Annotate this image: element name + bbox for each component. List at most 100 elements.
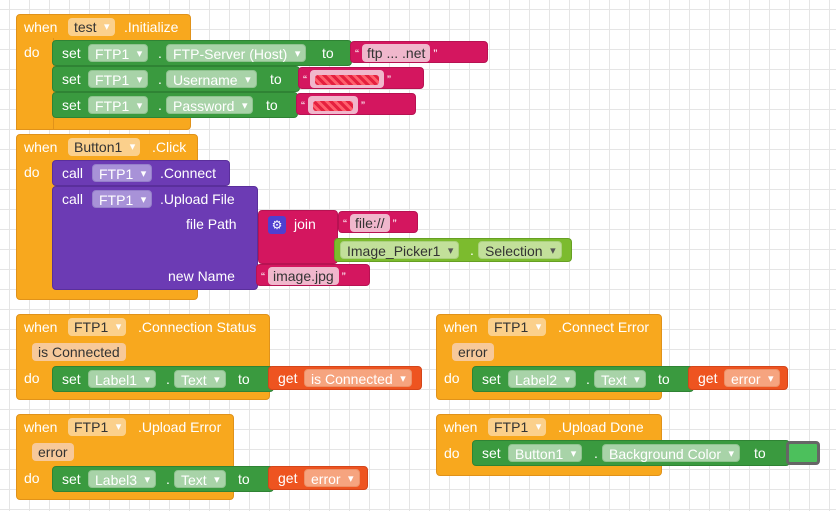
when-label: when (24, 19, 58, 35)
property-dropdown-ftp-server[interactable]: FTP-Server (Host) (166, 44, 307, 63)
when-label: when (24, 139, 58, 155)
to-label: to (266, 97, 278, 113)
component-dropdown-ftp1[interactable]: FTP1 (488, 418, 547, 436)
text-block-host[interactable]: “ftp ... .net” (350, 41, 488, 63)
join-label: join (294, 216, 316, 232)
property-dropdown-text[interactable]: Text (594, 370, 646, 389)
quote-open-icon: “ (301, 99, 305, 113)
event-name-click: .Click (152, 139, 187, 155)
dot-label: . (158, 97, 162, 113)
dot-label: . (470, 242, 474, 258)
event-name-upload-done: .Upload Done (558, 419, 644, 435)
call-label: call (62, 165, 84, 181)
text-block-username[interactable]: “” (298, 67, 424, 89)
gear-icon[interactable]: ⚙ (268, 216, 286, 234)
quote-close-icon: ” (361, 99, 365, 113)
property-dropdown-selection[interactable]: Selection (478, 241, 562, 260)
quote-open-icon: “ (355, 47, 359, 61)
event-param-error[interactable]: error (452, 343, 494, 361)
call-label: call (62, 191, 84, 207)
text-block-file-scheme[interactable]: “file://” (338, 211, 418, 233)
to-label: to (658, 371, 670, 387)
property-dropdown-text[interactable]: Text (174, 470, 226, 489)
when-label: when (444, 419, 478, 435)
event-name-connect-error: .Connect Error (558, 319, 650, 335)
redacted-text-icon (313, 101, 353, 112)
file-path-label: file Path (186, 216, 237, 232)
text-value-host[interactable]: ftp ... .net (362, 44, 431, 62)
component-dropdown-ftp1[interactable]: FTP1 (92, 190, 153, 209)
quote-close-icon: ” (387, 73, 391, 87)
text-value-file-scheme[interactable]: file:// (350, 214, 390, 232)
set-label: set (62, 471, 81, 487)
variable-dropdown-is-connected[interactable]: is Connected (304, 369, 412, 388)
event-param-is-connected[interactable]: is Connected (32, 343, 126, 361)
component-dropdown-ftp1[interactable]: FTP1 (68, 418, 127, 436)
set-label: set (62, 371, 81, 387)
do-label: do (24, 44, 40, 60)
dot-label: . (594, 445, 598, 461)
set-label: set (62, 71, 81, 87)
get-label: get (278, 370, 298, 386)
when-label: when (24, 319, 58, 335)
dot-label: . (166, 371, 170, 387)
component-dropdown-button1[interactable]: Button1 (68, 138, 141, 156)
to-label: to (270, 71, 282, 87)
property-dropdown-password[interactable]: Password (166, 96, 254, 115)
text-block-password[interactable]: “” (296, 93, 416, 115)
to-label: to (238, 471, 250, 487)
new-name-label: new Name (168, 268, 235, 284)
color-swatch[interactable] (786, 441, 820, 465)
do-label: do (24, 470, 40, 486)
text-value-password[interactable] (308, 96, 358, 114)
variable-dropdown-error[interactable]: error (304, 469, 360, 488)
to-label: to (238, 371, 250, 387)
text-value-username[interactable] (310, 70, 384, 88)
property-dropdown-username[interactable]: Username (166, 70, 257, 89)
component-dropdown-ftp1[interactable]: FTP1 (88, 96, 149, 115)
quote-open-icon: “ (343, 217, 347, 231)
set-label: set (62, 97, 81, 113)
dot-label: . (158, 45, 162, 61)
event-name-initialize: .Initialize (124, 19, 179, 35)
do-label: do (24, 164, 40, 180)
dot-label: . (586, 371, 590, 387)
variable-dropdown-error[interactable]: error (724, 369, 780, 388)
quote-close-icon: ” (433, 47, 438, 61)
component-dropdown-test[interactable]: test (68, 18, 115, 36)
component-dropdown-label3[interactable]: Label3 (88, 470, 157, 489)
component-dropdown-ftp1[interactable]: FTP1 (92, 164, 153, 183)
component-dropdown-label2[interactable]: Label2 (508, 370, 577, 389)
set-label: set (62, 45, 81, 61)
set-label: set (482, 371, 501, 387)
component-dropdown-ftp1[interactable]: FTP1 (88, 44, 149, 63)
event-name-upload-error: .Upload Error (138, 419, 222, 435)
event-block-test-initialize-body (16, 38, 54, 130)
to-label: to (754, 445, 766, 461)
dot-label: . (166, 471, 170, 487)
get-label: get (698, 370, 718, 386)
component-dropdown-ftp1[interactable]: FTP1 (488, 318, 547, 336)
when-label: when (24, 419, 58, 435)
method-name-upload-file: .Upload File (160, 191, 235, 207)
property-dropdown-background-color[interactable]: Background Color (602, 444, 741, 463)
component-dropdown-image-picker1[interactable]: Image_Picker1 (340, 241, 460, 260)
set-label: set (482, 445, 501, 461)
event-name-connection-status: .Connection Status (138, 319, 257, 335)
call-block-upload-file[interactable] (52, 186, 258, 290)
quote-open-icon: “ (303, 73, 307, 87)
component-dropdown-label1[interactable]: Label1 (88, 370, 157, 389)
quote-close-icon: ” (341, 270, 346, 284)
do-label: do (444, 370, 460, 386)
property-dropdown-text[interactable]: Text (174, 370, 226, 389)
component-dropdown-button1[interactable]: Button1 (508, 444, 583, 463)
text-block-new-name[interactable]: “image.jpg” (256, 264, 370, 286)
text-value-new-name[interactable]: image.jpg (268, 267, 339, 285)
method-name-connect: .Connect (160, 165, 217, 181)
component-dropdown-ftp1[interactable]: FTP1 (68, 318, 127, 336)
component-dropdown-ftp1[interactable]: FTP1 (88, 70, 149, 89)
redacted-text-icon (315, 75, 379, 86)
event-param-error[interactable]: error (32, 443, 74, 461)
quote-close-icon: ” (392, 217, 397, 231)
get-label: get (278, 470, 298, 486)
